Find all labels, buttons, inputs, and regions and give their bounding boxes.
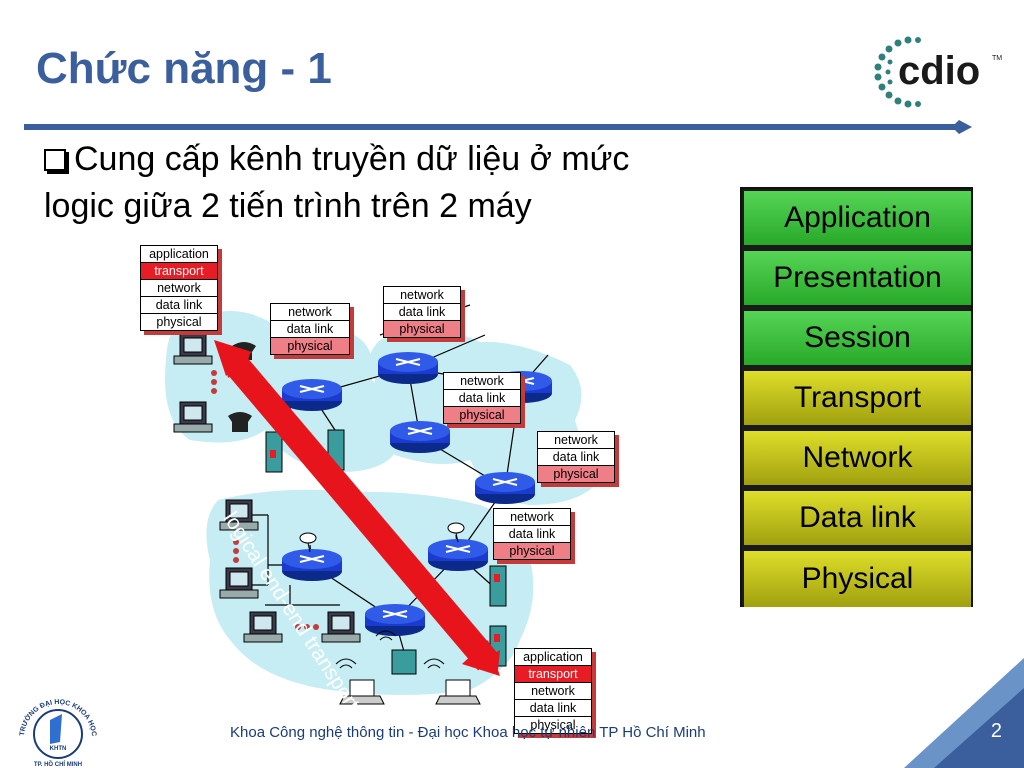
footer-text: Khoa Công nghệ thông tin - Đại học Khoa … — [230, 724, 706, 741]
osi-layer-application: Application — [744, 191, 971, 247]
router-group — [282, 352, 552, 636]
checkbox-bullet-icon — [44, 149, 66, 171]
router-stack: network data link physical — [443, 372, 521, 424]
stack-layer-physical: physical — [444, 407, 520, 423]
stack-layer-physical: physical — [538, 466, 614, 482]
router-stack: network data link physical — [493, 508, 571, 560]
stack-layer-physical: physical — [530, 718, 576, 732]
router-icon — [390, 421, 450, 453]
page-number: 2 — [990, 720, 1002, 742]
router-stack: network data link physical — [537, 431, 615, 483]
stack-layer-data-link: data link — [444, 390, 520, 407]
svg-text:KHTN: KHTN — [50, 746, 67, 752]
stack-layer-network: network — [538, 432, 614, 449]
logical-transport-arrow — [214, 340, 500, 676]
osi-model-stack: Application Presentation Session Transpo… — [740, 187, 973, 607]
router-icon — [378, 352, 438, 384]
computer-icon — [243, 611, 283, 643]
stack-layer-data-link: data link — [515, 700, 591, 717]
stack-layer-physical: physical — [156, 315, 202, 329]
svg-text:TP. HỒ CHÍ MINH: TP. HỒ CHÍ MINH — [34, 760, 82, 768]
stack-layer-network: network — [271, 304, 349, 321]
stack-layer-network: network — [515, 683, 591, 700]
computer-icon — [219, 499, 259, 531]
title-underline — [24, 120, 972, 134]
laptop-icon — [435, 679, 481, 705]
osi-layer-physical: Physical — [744, 551, 971, 607]
router-stack: network data link physical — [270, 303, 350, 355]
laptop-icon — [339, 679, 385, 705]
satellite-dish-icon — [447, 522, 465, 543]
bullet-point: Cung cấp kênh truyền dữ liệu ở mức logic… — [44, 136, 694, 230]
osi-layer-presentation: Presentation — [744, 251, 971, 307]
osi-layer-network: Network — [744, 431, 971, 487]
cdio-logo: cdio TM — [874, 36, 1002, 108]
stack-layer-data-link: data link — [384, 304, 460, 321]
stack-layer-network: network — [141, 280, 217, 297]
stack-layer-data-link: data link — [494, 526, 570, 543]
osi-layer-transport: Transport — [744, 371, 971, 427]
computer-icon — [173, 401, 213, 433]
router-icon — [428, 539, 488, 571]
server-icon — [265, 431, 283, 473]
stack-layer-data-link: data link — [271, 321, 349, 338]
stack-layer-application: application — [141, 246, 217, 263]
stack-layer-transport: transport — [515, 666, 591, 683]
server-icon — [489, 565, 507, 607]
computer-icon — [219, 567, 259, 599]
router-icon — [365, 604, 425, 636]
stack-layer-transport: transport — [141, 263, 217, 280]
satellite-dish-icon — [299, 532, 317, 553]
stack-layer-physical: physical — [384, 321, 460, 337]
stack-layer-physical: physical — [271, 338, 349, 354]
stack-layer-data-link: data link — [141, 297, 217, 314]
stack-layer-network: network — [494, 509, 570, 526]
osi-layer-data-link: Data link — [744, 491, 971, 547]
university-logo: TRƯỜNG ĐẠI HỌC KHOA HỌC TỰ NHIÊN KHTN TP… — [10, 690, 97, 768]
stack-layer-physical: physical — [494, 543, 570, 559]
host-stack-source: application transport network data link … — [140, 245, 218, 331]
svg-text:TM: TM — [992, 55, 1002, 62]
router-stack: network data link physical — [383, 286, 461, 338]
telephone-icon — [228, 412, 252, 432]
router-icon — [282, 379, 342, 411]
stack-layer-application: application — [515, 649, 591, 666]
stack-layer-network: network — [444, 373, 520, 390]
slide-title: Chức năng - 1 — [36, 44, 332, 93]
osi-layer-session: Session — [744, 311, 971, 367]
router-icon — [475, 472, 535, 504]
svg-text:cdio: cdio — [898, 49, 980, 93]
stack-layer-data-link: data link — [538, 449, 614, 466]
bullet-text: Cung cấp kênh truyền dữ liệu ở mức logic… — [44, 140, 630, 225]
base-station-icon — [391, 649, 417, 675]
computer-icon — [321, 611, 361, 643]
host-stack-destination: application transport network data link … — [514, 648, 592, 734]
router-icon — [282, 549, 342, 581]
computer-icon — [173, 333, 213, 365]
stack-layer-network: network — [384, 287, 460, 304]
page-corner — [904, 658, 1024, 768]
